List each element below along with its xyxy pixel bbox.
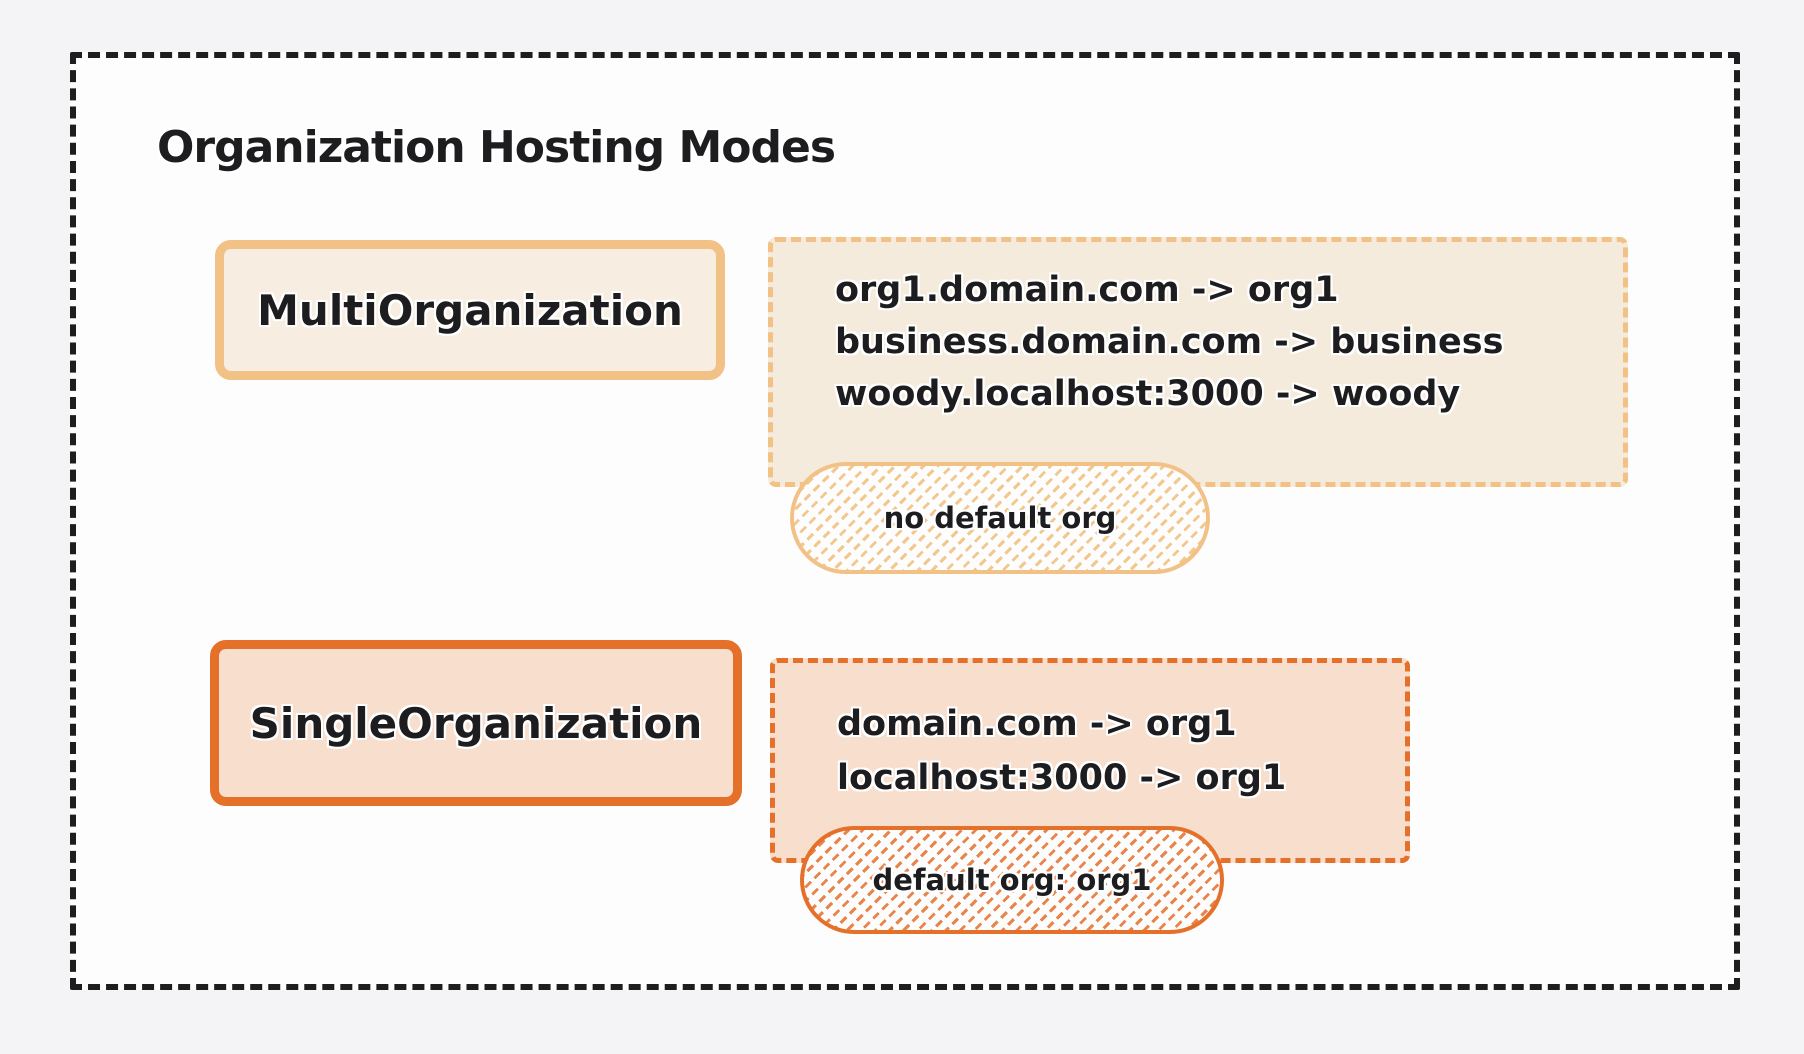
default-org-badge: default org: org1: [800, 826, 1224, 934]
no-default-org-badge-label: no default org: [883, 501, 1117, 535]
diagram-title: Organization Hosting Modes: [157, 122, 836, 173]
mode-label-single-organization: SingleOrganization: [249, 698, 703, 748]
mapping-line: localhost:3000 -> org1: [837, 758, 1287, 798]
mode-box-multi-organization: MultiOrganization: [215, 240, 725, 380]
default-org-badge-label: default org: org1: [872, 863, 1152, 897]
mode-label-multi-organization: MultiOrganization: [257, 285, 683, 335]
mode-box-single-organization: SingleOrganization: [210, 640, 742, 806]
mapping-box-multi-organization: org1.domain.com -> org1 business.domain.…: [768, 237, 1628, 487]
mapping-line: woody.localhost:3000 -> woody: [835, 374, 1461, 414]
no-default-org-badge: no default org: [790, 462, 1210, 574]
mapping-line: domain.com -> org1: [837, 704, 1237, 744]
mapping-line: org1.domain.com -> org1: [835, 270, 1339, 310]
mapping-line: business.domain.com -> business: [835, 322, 1504, 362]
